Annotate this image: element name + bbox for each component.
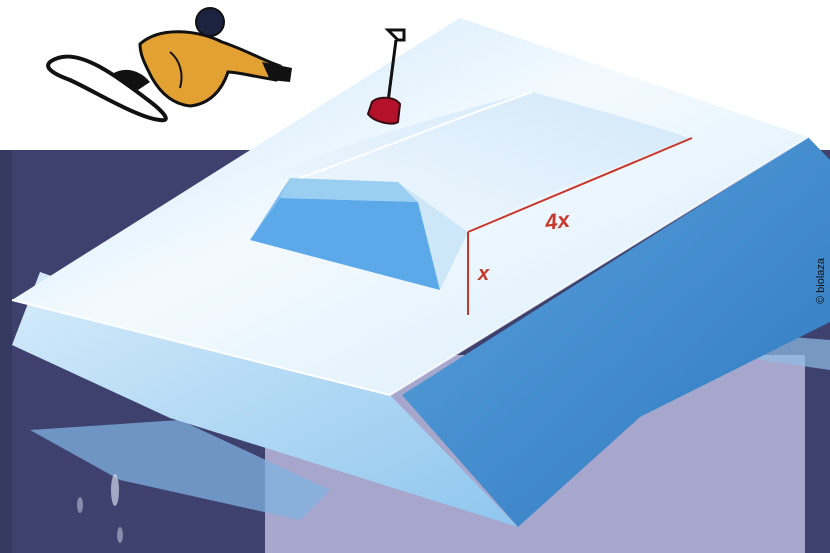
height-label: x (477, 263, 490, 285)
length-label: 4x (542, 207, 571, 235)
photo-credit: © biolaza (815, 258, 827, 304)
snowboarder-icon (48, 8, 292, 120)
